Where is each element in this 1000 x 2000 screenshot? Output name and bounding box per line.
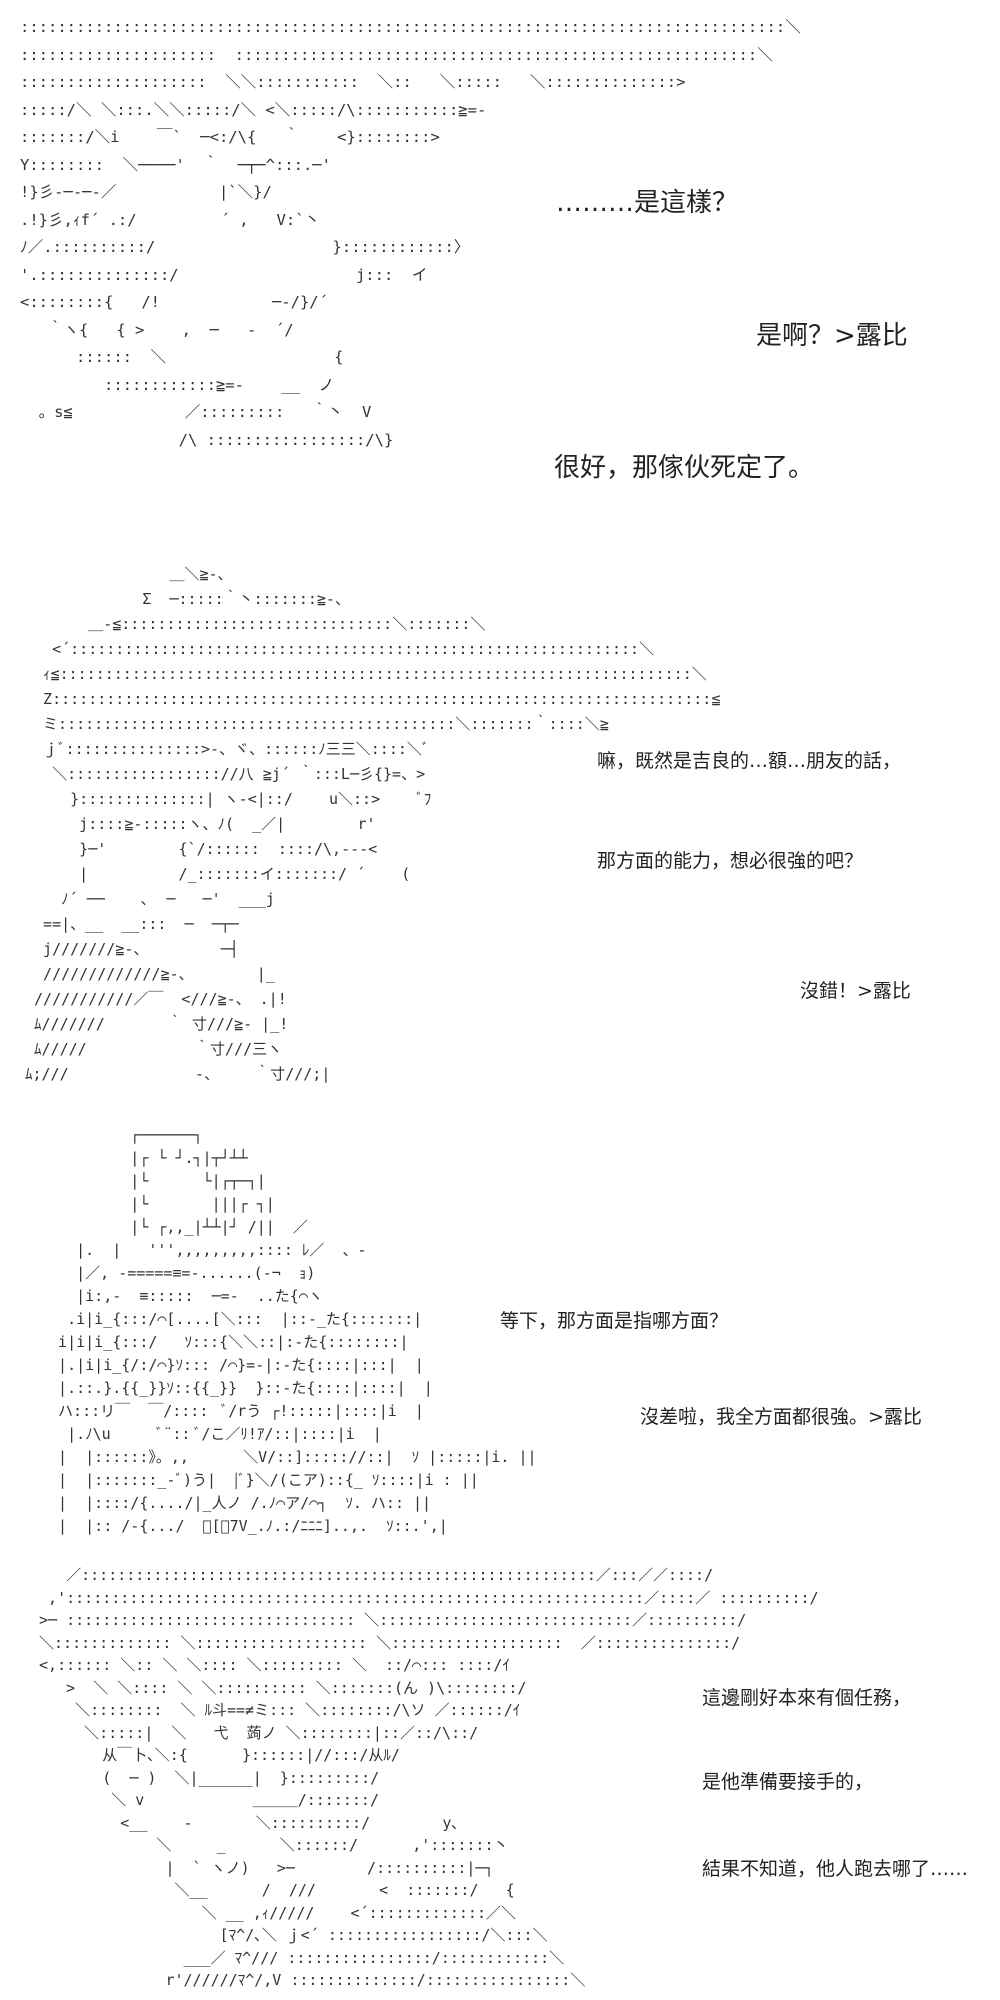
panel-1: ::::::::::::::::::::::::::::::::::::::::… <box>0 0 1000 560</box>
ascii-art-figure-4: ／:::::::::::::::::::::::::::::::::::::::… <box>39 1566 819 1989</box>
dialogue-line: 結果不知道，他人跑去哪了…… <box>702 1858 969 1880</box>
dialogue-line: 沒錯！>露比 <box>800 980 911 1002</box>
panel-4: ／:::::::::::::::::::::::::::::::::::::::… <box>0 1550 1000 2000</box>
dialogue-line: 那方面的能力，想必很強的吧？ <box>597 850 864 872</box>
dialogue-line: 沒差啦，我全方面都很強。>露比 <box>640 1406 922 1428</box>
dialogue-line: 這邊剛好本來有個任務， <box>702 1687 912 1709</box>
dialogue-line: 嘛，既然是吉良的…額…朋友的話， <box>597 750 902 772</box>
ascii-art-figure-1: ::::::::::::::::::::::::::::::::::::::::… <box>20 18 801 449</box>
ascii-art-figure-3: ┌──────┐ |┌ └ ┘.┐|┬┘┴┴ |└ └|┌┬─┐| |└ |||… <box>58 1126 537 1535</box>
dialogue-line: 很好，那傢伙死定了。 <box>554 453 815 483</box>
dialogue-line: 是他準備要接手的， <box>702 1771 874 1793</box>
panel-2: ＿＼≧-、 Σ ─:::::｀丶:::::::≧-、 ＿-≦::::::::::… <box>0 560 1000 1110</box>
dialogue-line: ………是這樣？ <box>556 188 739 218</box>
dialogue-line: 是啊？>露比 <box>756 321 908 351</box>
dialogue-line: 等下，那方面是指哪方面？ <box>500 1310 729 1332</box>
ascii-art-figure-2: ＿＼≧-、 Σ ─:::::｀丶:::::::≧-、 ＿-≦::::::::::… <box>25 565 721 1083</box>
panel-3: ┌──────┐ |┌ └ ┘.┐|┬┘┴┴ |└ └|┌┬─┐| |└ |||… <box>0 1110 1000 1550</box>
